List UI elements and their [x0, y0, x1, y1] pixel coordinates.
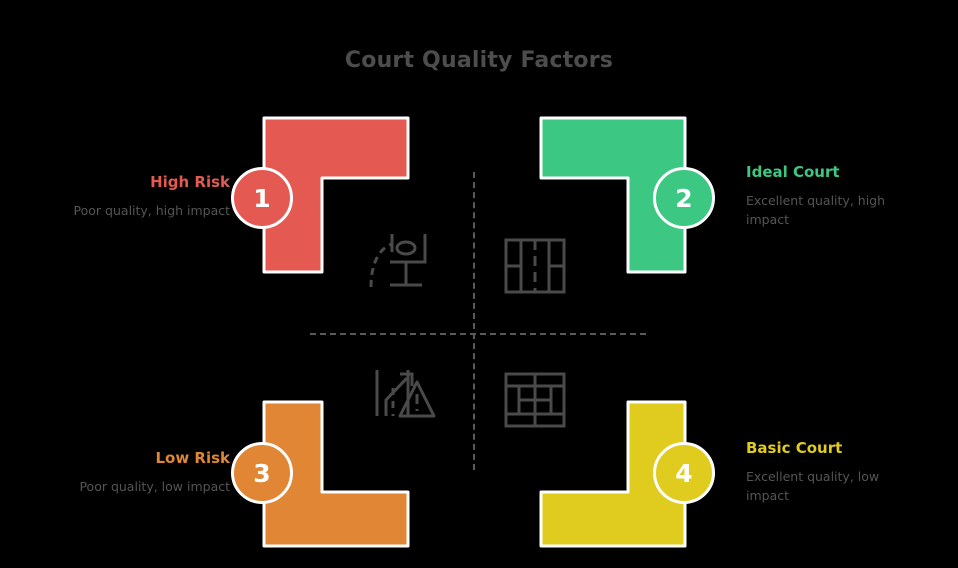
- quadrant-label-4-heading: Basic Court: [746, 439, 843, 457]
- quadrant-label-3-heading: Low Risk: [155, 449, 230, 467]
- tennis-court-top-icon: [504, 372, 566, 428]
- quadrant-badge-1[interactable]: 1: [231, 167, 293, 229]
- road-merge-warning-icon: [375, 370, 436, 418]
- quadrant-label-2-description: Excellent quality, high impact: [746, 193, 886, 227]
- quadrant-label-4: Basic Court Excellent quality, low impac…: [746, 438, 921, 505]
- quadrant-badge-4[interactable]: 4: [653, 442, 715, 504]
- quadrant-badge-3-number: 3: [253, 458, 271, 488]
- quadrant-badge-2[interactable]: 2: [653, 167, 715, 229]
- axis-horizontal-dashed: [310, 333, 646, 335]
- quadrant-badge-2-number: 2: [675, 183, 693, 213]
- quadrant-label-1-description: Poor quality, high impact: [73, 203, 230, 218]
- quadrant-label-1-heading: High Risk: [150, 173, 230, 191]
- axis-vertical-dashed: [473, 172, 475, 470]
- quadrant-label-1: High Risk Poor quality, high impact: [20, 172, 230, 220]
- basketball-hoop-icon: [369, 234, 427, 288]
- tennis-court-side-icon: [504, 238, 566, 294]
- quadrant-label-3-description: Poor quality, low impact: [79, 479, 230, 494]
- quadrant-badge-1-number: 1: [253, 183, 271, 213]
- quadrant-badge-3[interactable]: 3: [231, 442, 293, 504]
- quadrant-label-4-description: Excellent quality, low impact: [746, 469, 880, 503]
- quadrant-label-2-heading: Ideal Court: [746, 163, 840, 181]
- quadrant-label-2: Ideal Court Excellent quality, high impa…: [746, 162, 921, 229]
- quadrant-label-3: Low Risk Poor quality, low impact: [20, 448, 230, 496]
- quadrant-badge-4-number: 4: [675, 458, 693, 488]
- page-title: Court Quality Factors: [344, 48, 614, 73]
